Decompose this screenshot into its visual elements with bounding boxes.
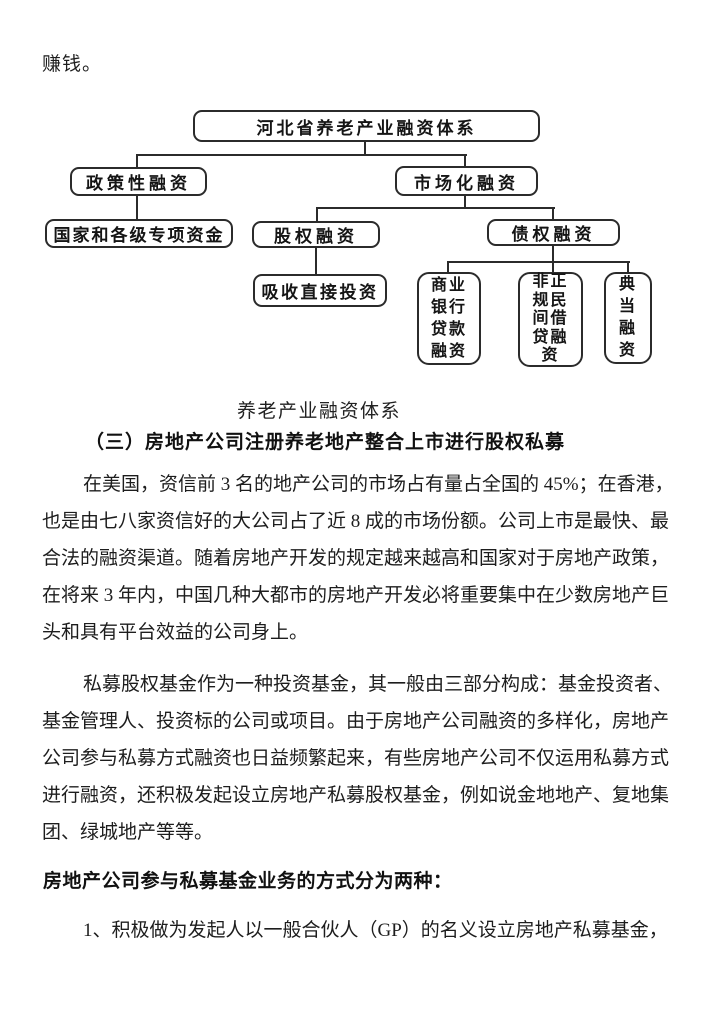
two-methods-statement: 房地产公司参与私募基金业务的方式分为两种： [43, 871, 453, 892]
text-line: 团、绿城地产等等。 [42, 822, 214, 843]
connector-line [316, 207, 318, 223]
intro-text: 赚钱。 [42, 54, 103, 75]
connector-line [136, 154, 138, 169]
connector-line [464, 154, 466, 168]
text-line: 合法的融资渠道。随着房地产开发的规定越来越高和国家对于房地产政策， [42, 548, 670, 569]
connector-line [136, 154, 467, 156]
text-line: 在将来 3 年内，中国几种大都市的房地产开发必将重要集中在少数房地产巨 [42, 585, 670, 606]
text-line: 公司参与私募方式融资也日益频繁起来，有些房地产公司不仅运用私募方式 [42, 748, 670, 769]
connector-line [627, 261, 629, 273]
node-pawn-financing: 典 当 融 资 [604, 272, 652, 364]
node-policy-financing: 政策性融资 [70, 167, 207, 196]
node-equity-financing: 股权融资 [252, 221, 380, 248]
node-absorb-direct-investment: 吸收直接投资 [253, 274, 387, 307]
node-market-financing: 市场化融资 [395, 166, 538, 196]
node-state-special-funds: 国家和各级专项资金 [45, 219, 233, 248]
node-commercial-bank-loan-financing: 商业 银行 贷款 融资 [417, 272, 481, 365]
paragraph-1: 在美国，资信前 3 名的地产公司的市场占有量占全国的 45%；在香港， 也是由七… [42, 466, 682, 651]
connector-line [552, 261, 554, 273]
connector-line [316, 207, 555, 209]
connector-line [364, 141, 366, 156]
connector-line [315, 247, 317, 275]
connector-line [552, 207, 554, 221]
connector-line [464, 195, 466, 209]
text-line: 也是由七八家资信好的大公司占了近 8 成的市场份额。公司上市是最快、最 [42, 511, 670, 532]
connector-line [447, 261, 630, 263]
connector-line [447, 261, 449, 273]
node-debt-financing: 债权融资 [487, 219, 620, 246]
connector-line [552, 245, 554, 263]
node-informal-private-lending-financing: 非正 规民 间借 贷融 资 [518, 272, 583, 367]
section-heading: （三）房地产公司注册养老地产整合上市进行股权私募 [85, 432, 566, 453]
text-line: 基金管理人、投资标的公司或项目。由于房地产公司融资的多样化，房地产 [42, 711, 670, 732]
paragraph-2: 私募股权基金作为一种投资基金，其一般由三部分构成：基金投资者、 基金管理人、投资… [42, 666, 682, 851]
diagram-caption: 养老产业融资体系 [237, 401, 402, 422]
connector-line [136, 195, 138, 221]
text-line: 在美国，资信前 3 名的地产公司的市场占有量占全国的 45%；在香港， [83, 474, 674, 495]
text-line: 私募股权基金作为一种投资基金，其一般由三部分构成：基金投资者、 [83, 674, 673, 695]
numbered-item-1: 1、积极做为发起人以一般合伙人（GP）的名义设立房地产私募基金， [83, 920, 668, 941]
text-line: 头和具有平台效益的公司身上。 [42, 622, 309, 643]
node-hebei-elderly-financing-system: 河北省养老产业融资体系 [193, 110, 540, 142]
text-line: 进行融资，还积极发起设立房地产私募股权基金，例如说金地地产、复地集 [42, 785, 670, 806]
